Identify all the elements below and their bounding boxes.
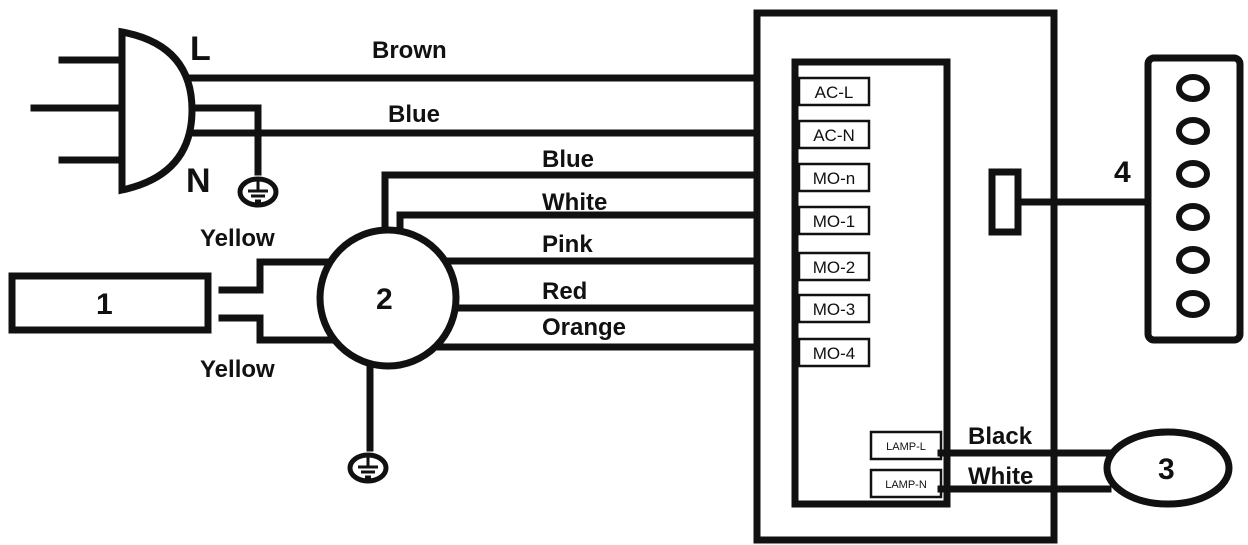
motor-n-wire-label: Blue [542, 146, 594, 173]
panel-button-4 [1176, 203, 1210, 231]
motor-3-wire-label: Red [542, 278, 587, 305]
capacitor [8, 272, 212, 334]
ground-wire-label: Yellow [200, 225, 275, 252]
terminal-mo-4-label: MO-4 [813, 344, 856, 363]
panel-button-6 [1176, 290, 1210, 318]
terminal-mo-1 [797, 205, 871, 236]
panel-button-2 [1176, 117, 1210, 145]
motor-4-wire-label: Orange [542, 314, 626, 341]
panel-connector [988, 168, 1022, 236]
plug-live-label: L [190, 30, 211, 68]
terminal-ac-l-label: AC-L [815, 83, 854, 102]
terminal-ac-n [797, 119, 871, 150]
ground-icon [347, 452, 389, 484]
control-panel-label: 4 [1114, 156, 1131, 189]
lamp-label: 3 [1158, 453, 1175, 486]
terminal-lamp-n-label: LAMP-N [885, 479, 927, 491]
terminal-lamp-l [869, 430, 943, 461]
lamp [1103, 428, 1233, 508]
capacitor-wires [218, 258, 334, 344]
live-wire-label: Brown [372, 37, 447, 64]
motor [316, 226, 460, 370]
capacitor-label: 1 [96, 288, 113, 321]
terminal-ac-n-label: AC-N [813, 126, 855, 145]
motor-2-wire-label: Pink [542, 231, 593, 258]
lamp-n-wire-label: White [968, 463, 1033, 490]
terminal-mo-2-label: MO-2 [813, 258, 856, 277]
power-plug [30, 27, 196, 195]
terminal-mo-2 [797, 251, 871, 282]
motor-1-wire [396, 211, 799, 244]
terminal-mo-n-label: MO-n [813, 169, 856, 188]
terminal-mo-n [797, 162, 871, 193]
motor-label: 2 [376, 283, 393, 316]
terminal-lamp-n [869, 468, 943, 499]
terminal-mo-1-label: MO-1 [813, 212, 856, 231]
terminal-ac-l [797, 76, 871, 107]
panel-button-1 [1176, 74, 1210, 102]
panel-button-5 [1176, 246, 1210, 274]
neutral-wire-label: Blue [388, 101, 440, 128]
panel-button-3 [1176, 160, 1210, 188]
ground-icon [237, 176, 279, 208]
plug-ground [188, 104, 279, 208]
motor-n-wire [381, 171, 799, 244]
control-panel-buttons [1176, 74, 1210, 318]
motor-1-wire-label: White [542, 189, 607, 216]
capacitor-wire-label: Yellow [200, 356, 275, 383]
terminal-mo-3-label: MO-3 [813, 300, 856, 319]
terminal-mo-3 [797, 293, 871, 324]
plug-neutral-label: N [186, 162, 211, 200]
terminal-lamp-l-label: LAMP-L [886, 441, 926, 453]
control-panel [1144, 54, 1244, 344]
lamp-l-wire-label: Black [968, 423, 1033, 450]
motor-ground [347, 356, 389, 484]
terminal-mo-4 [797, 337, 871, 368]
